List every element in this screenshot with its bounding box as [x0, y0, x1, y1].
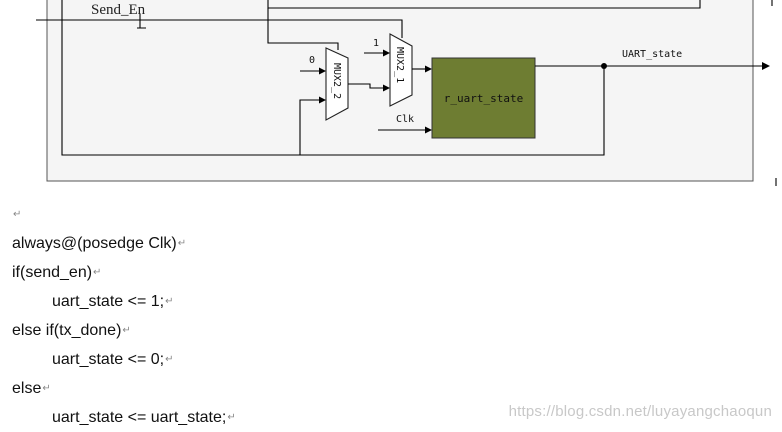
code-line-1: always@(posedge Clk)↵ — [12, 235, 187, 252]
wire-top-feedback — [267, 0, 701, 9]
mux2-2-label: MUX2_2 — [331, 63, 342, 99]
mux2-1-label: MUX2_1 — [394, 47, 405, 83]
send-en-label: Send_En — [91, 2, 146, 18]
arrow-clk — [425, 126, 432, 134]
paragraph-mark: ↵ — [42, 383, 51, 394]
wire-feedback-to-mux2-2 — [299, 99, 322, 155]
arrow-const-0 — [319, 67, 326, 75]
paragraph-mark: ↵ — [13, 209, 22, 220]
paragraph-mark: ↵ — [227, 412, 236, 423]
paragraph-mark: ↵ — [93, 267, 102, 278]
code-line-3: uart_state <= 1;↵ — [52, 293, 174, 310]
register-r-uart-state — [431, 57, 536, 139]
code-line-5: uart_state <= 0;↵ — [52, 351, 174, 368]
code-line-7: uart_state <= uart_state;↵ — [52, 409, 236, 426]
paragraph-mark: ↵ — [177, 238, 187, 249]
code-line-6: else↵ — [12, 380, 51, 397]
paragraph-mark: ↵ — [122, 325, 131, 336]
verilog-code-block: ↵ always@(posedge Clk)↵ if(send_en)↵ uar… — [12, 200, 236, 432]
mux2-1-shape — [389, 33, 413, 107]
code-line-2: if(send_en)↵ — [12, 264, 102, 281]
arrow-output — [762, 62, 770, 70]
wire-mux2-2-to-mux2-1 — [348, 83, 386, 89]
rtl-diagram: Send_En MUX2_2 0 MUX2_1 1 r_uart_state C… — [36, 0, 777, 186]
arrow-const-1 — [383, 49, 390, 57]
output-junction — [601, 63, 607, 69]
arrow-mux2-2-to-mux2-1 — [383, 84, 390, 92]
register-label: r_uart_state — [444, 92, 523, 105]
send-en-cursor-mark — [137, 14, 146, 29]
code-line-0: ↵ — [12, 200, 236, 229]
paragraph-mark: ↵ — [165, 354, 174, 365]
mux2-2-const-label: 0 — [309, 55, 315, 66]
mux2-2-shape — [325, 47, 349, 121]
edge-stub-right — [771, 0, 777, 186]
paragraph-mark: ↵ — [165, 296, 174, 307]
mux2-1-const-label: 1 — [373, 38, 379, 49]
wire-left-feedback — [61, 0, 605, 156]
watermark: https://blog.csdn.net/luyayangchaoqun — [508, 403, 772, 420]
wire-send-en — [36, 19, 403, 38]
arrow-feedback-mux2-2 — [319, 96, 326, 104]
output-label: UART_state — [622, 49, 682, 60]
clk-label: Clk — [396, 114, 414, 125]
arrow-mux2-1-to-reg — [425, 65, 432, 73]
code-line-4: else if(tx_done)↵ — [12, 322, 131, 339]
wire-to-mux2-2-a — [267, 8, 339, 50]
